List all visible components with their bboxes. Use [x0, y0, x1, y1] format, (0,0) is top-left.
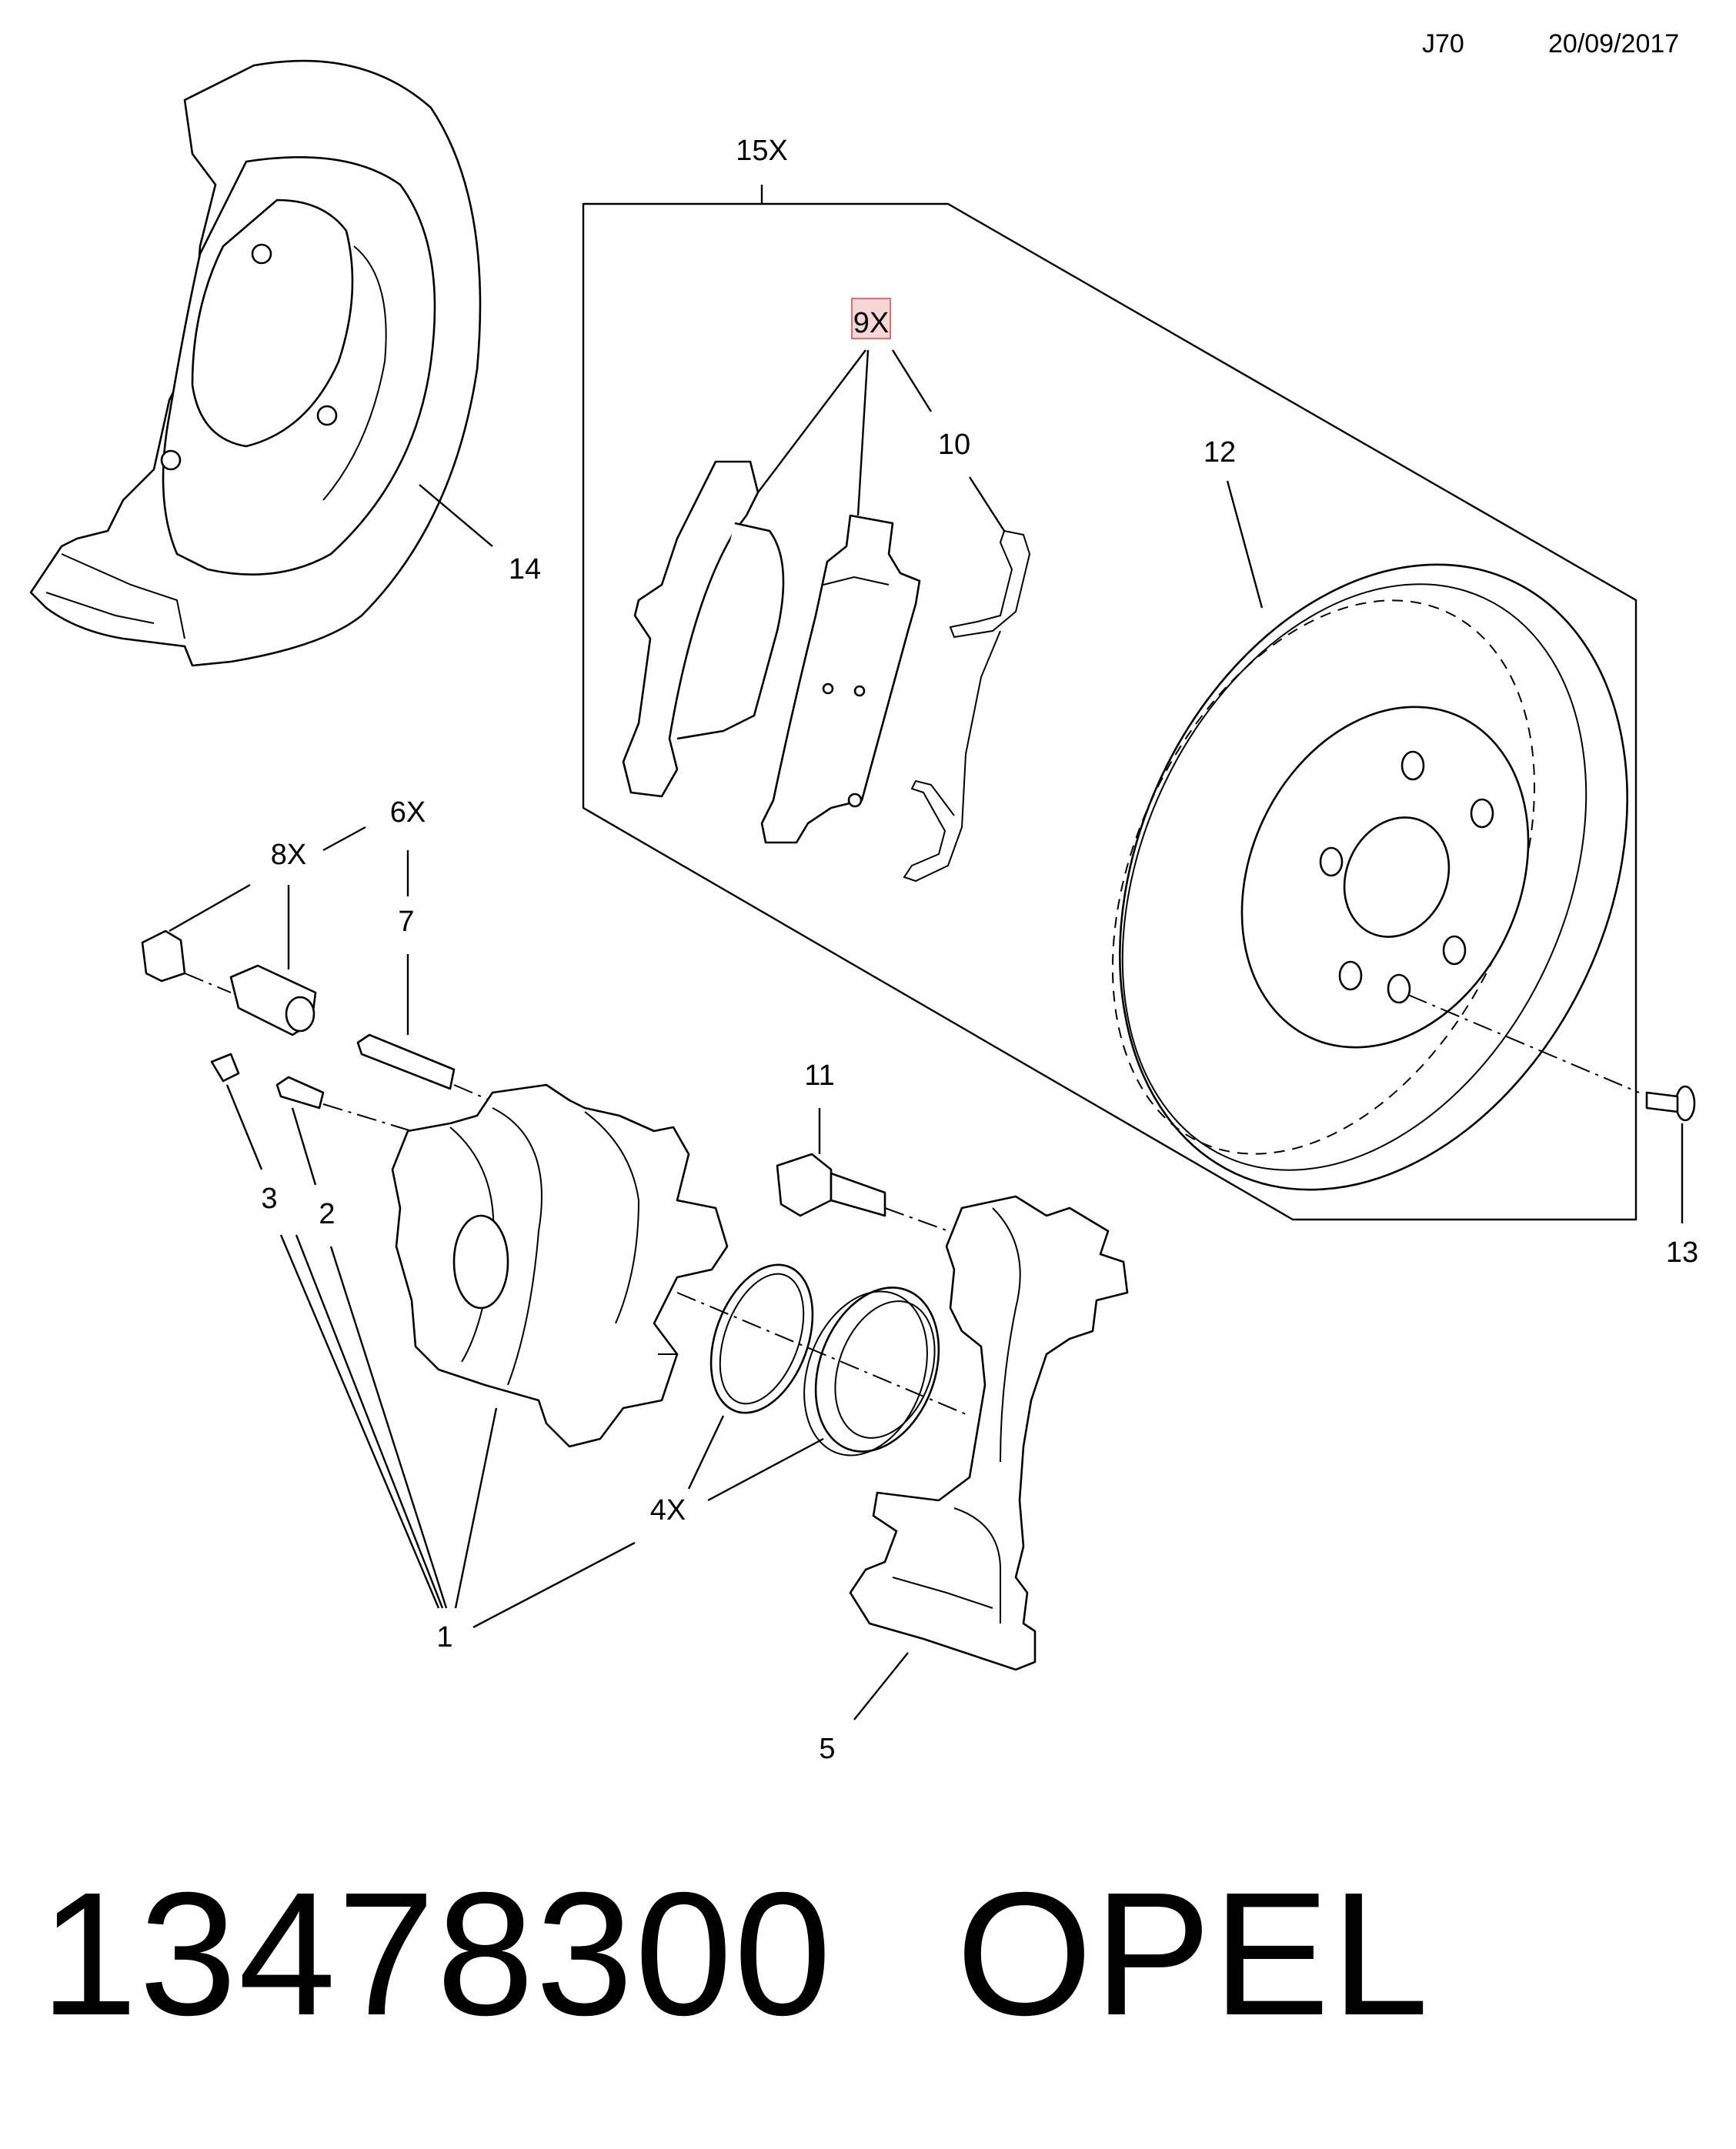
part-guide-pin[interactable]	[356, 1033, 456, 1090]
part-piston-seal[interactable]	[692, 1251, 831, 1427]
callout-7[interactable]: 7	[398, 906, 414, 938]
callout-10[interactable]: 10	[938, 429, 970, 461]
diagram-date: 20/09/2017	[1548, 29, 1680, 58]
part-brake-pad-outer[interactable]	[622, 460, 785, 798]
part-dust-shield[interactable]	[29, 59, 482, 667]
kit-frame	[582, 202, 1638, 1221]
part-carrier-bolt[interactable]	[776, 1153, 886, 1217]
callout-15x[interactable]: 15X	[736, 135, 788, 167]
callout-5[interactable]: 5	[819, 1733, 835, 1765]
callout-4x[interactable]: 4X	[650, 1494, 686, 1527]
part-number: 13478300	[40, 1857, 833, 2052]
callout-14[interactable]: 14	[509, 553, 541, 586]
callout-1[interactable]: 1	[436, 1621, 452, 1653]
part-disc-screw[interactable]	[1645, 1085, 1696, 1122]
callout-13[interactable]: 13	[1666, 1236, 1698, 1269]
callout-3[interactable]: 3	[261, 1183, 277, 1215]
callout-9x-highlight	[851, 298, 891, 339]
part-bleeder-screw[interactable]	[275, 1076, 325, 1110]
part-brake-disc[interactable]	[1023, 482, 1724, 1273]
part-pad-spring[interactable]	[903, 529, 1031, 883]
part-footer: 13478300 OPEL	[40, 1854, 1431, 2055]
part-brake-caliper[interactable]	[391, 1083, 729, 1448]
callout-12[interactable]: 12	[1204, 436, 1236, 469]
brake-exploded-diagram: 14 15X 9X 10 12	[29, 59, 1724, 1765]
part-guide-bushing[interactable]	[229, 964, 317, 1036]
part-bleeder-cap[interactable]	[210, 1053, 240, 1083]
part-guide-bushing-cap[interactable]	[141, 929, 186, 983]
callout-9x[interactable]: 9X	[853, 307, 889, 339]
part-caliper-carrier[interactable]	[849, 1195, 1129, 1671]
callout-6x[interactable]: 6X	[390, 796, 426, 829]
callout-2[interactable]: 2	[319, 1198, 335, 1230]
brand-name: OPEL	[956, 1857, 1431, 2052]
part-dust-boot[interactable]	[783, 1270, 960, 1473]
diagram-code: J70	[1422, 29, 1464, 58]
part-brake-pad-inner[interactable]	[760, 514, 921, 844]
callout-11[interactable]: 11	[804, 1059, 834, 1092]
callout-8x[interactable]: 8X	[271, 839, 306, 871]
